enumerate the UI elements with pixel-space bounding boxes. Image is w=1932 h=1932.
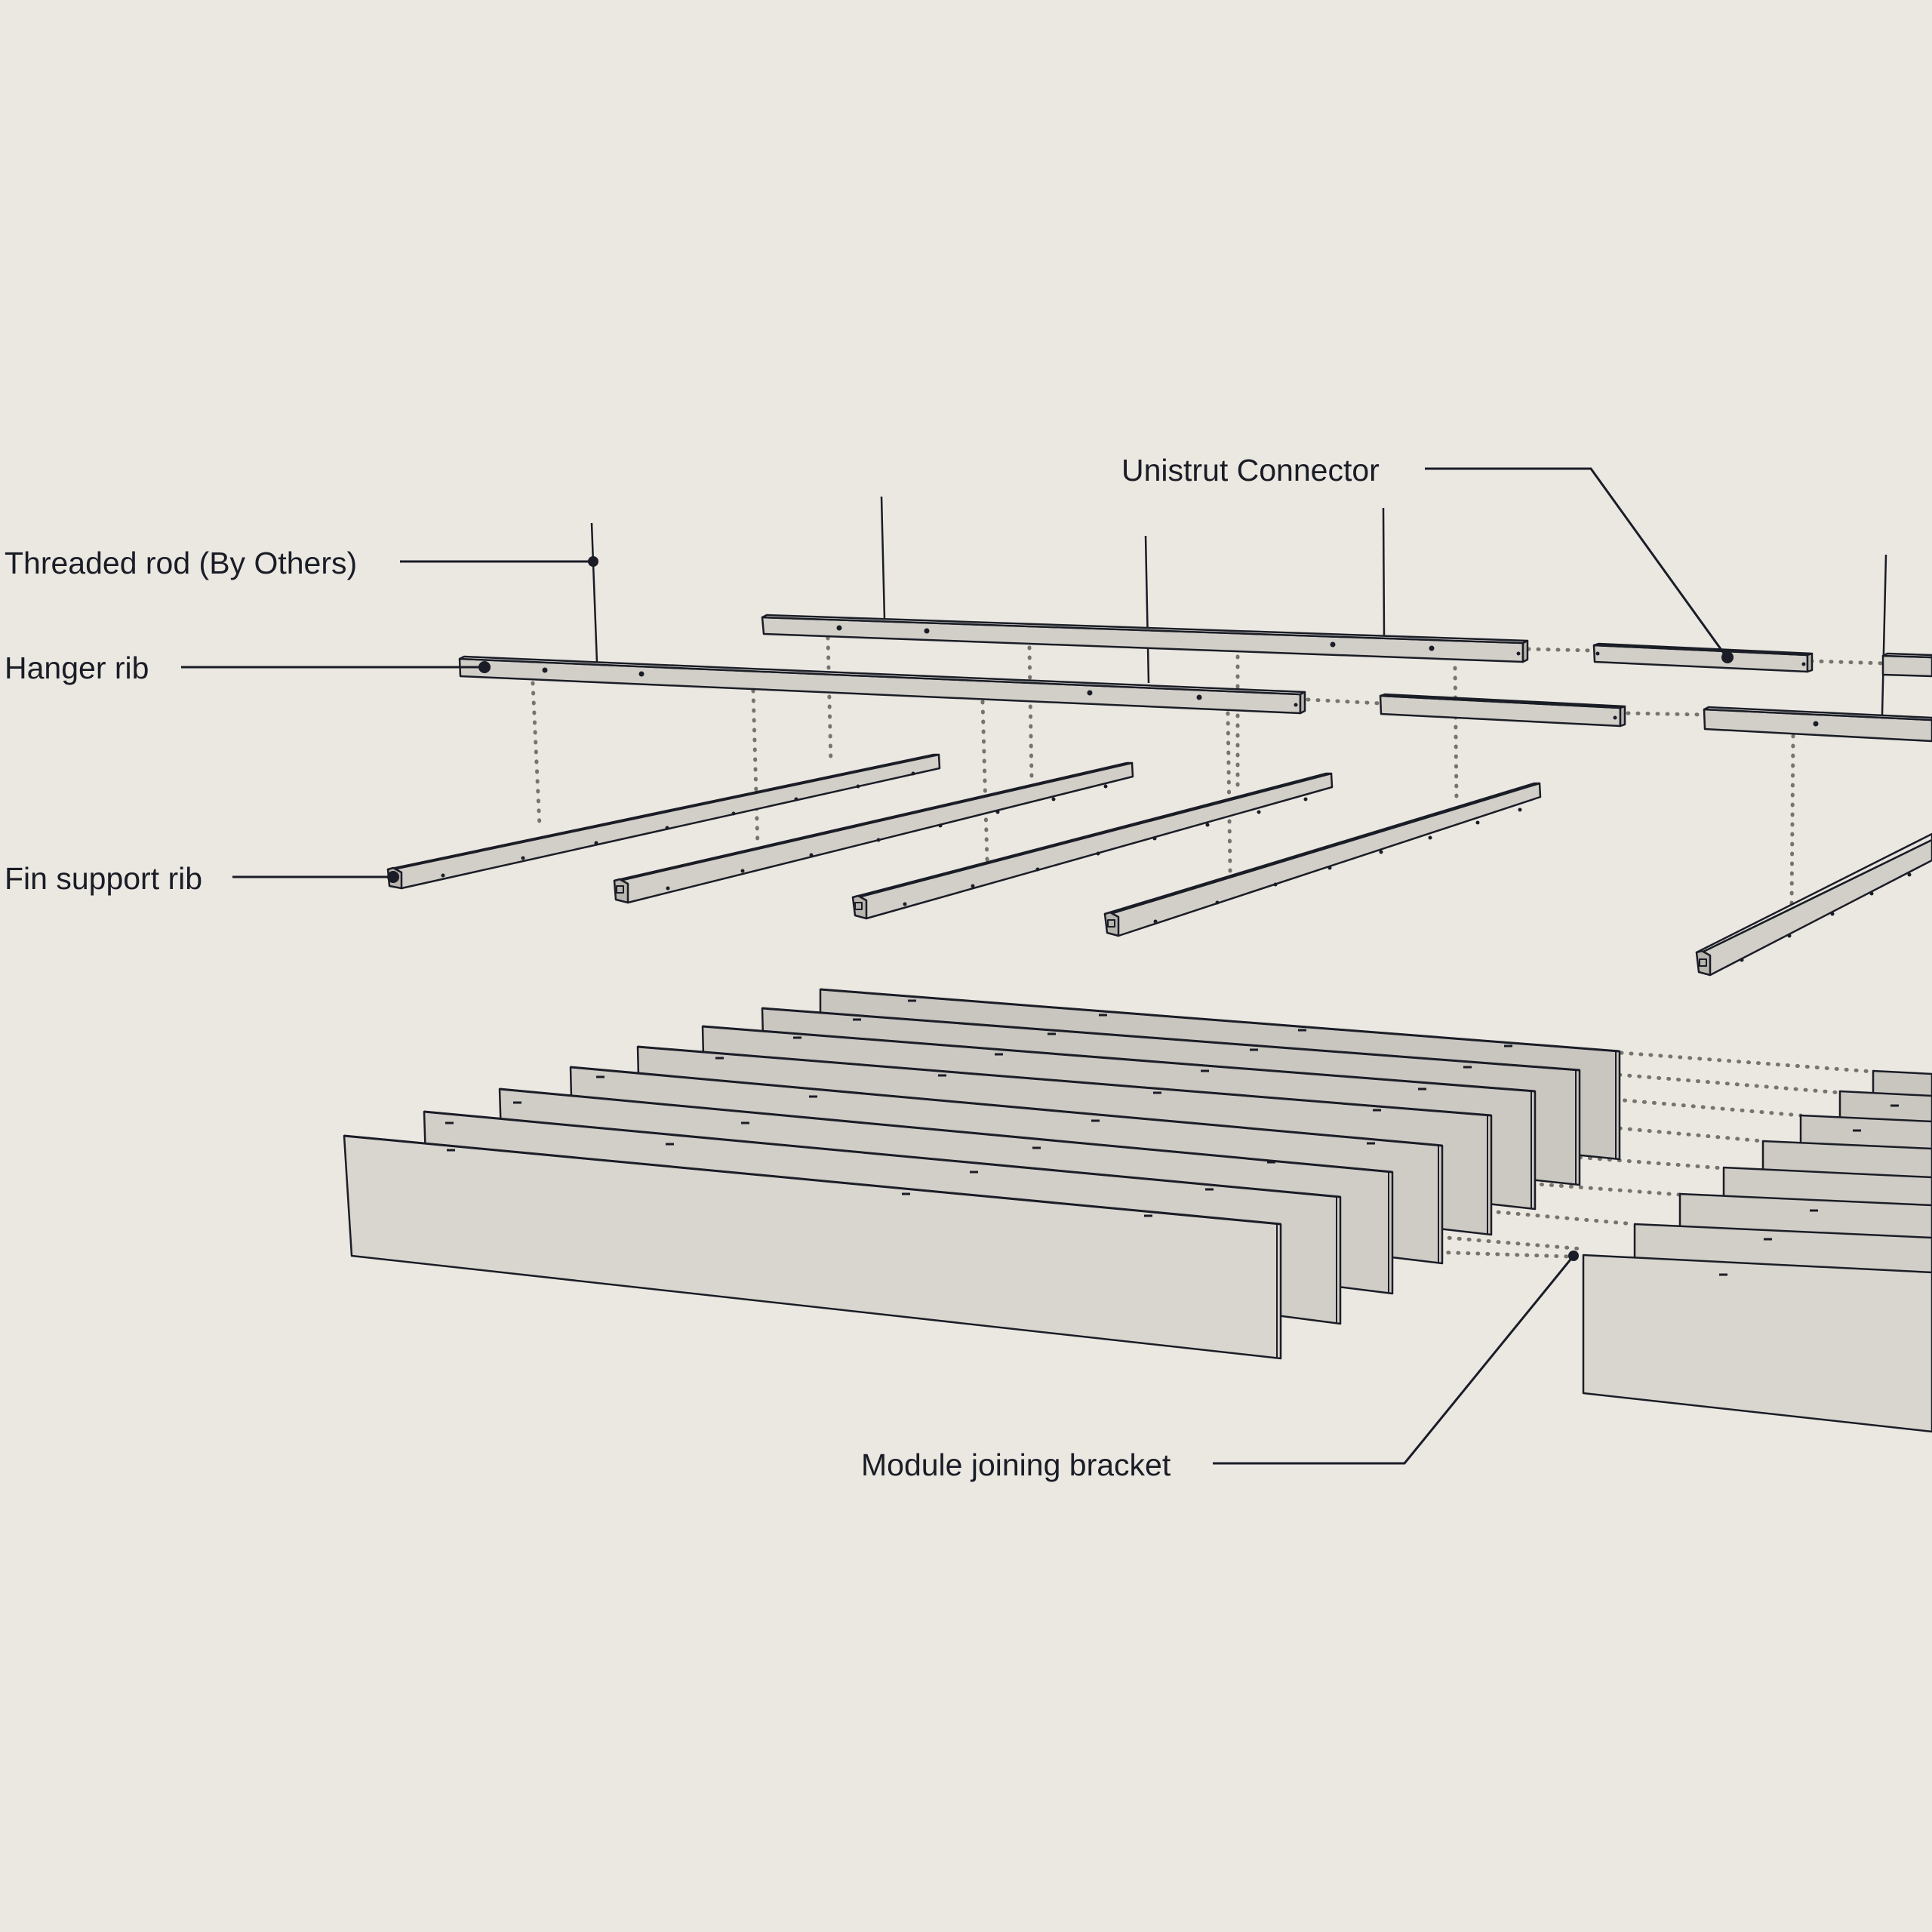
label-hanger-rib: Hanger rib [5,651,149,685]
threaded-rod-5 [1881,554,1887,715]
unistrut-connector-dot [1721,651,1734,663]
callout-dots [387,556,1734,1261]
threaded-rods [590,496,1887,715]
fin-support-rib-5 [1695,832,1932,977]
label-threaded-rod: Threaded rod (By Others) [5,546,357,580]
unistrut-connector-back [1592,642,1814,673]
threaded-rod-1 [590,522,598,663]
threaded-rod-dot [588,556,598,567]
label-module-joining-bracket: Module joining bracket [861,1447,1171,1482]
leader-module-joining-bracket [1213,1255,1575,1465]
hanger-rib-front-right [1703,706,1932,743]
threaded-rod-4 [1382,507,1386,637]
hanger-rib-back [761,614,1529,663]
fin-support-rib-2 [613,761,1134,904]
fin-support-rib-4 [1103,782,1542,937]
label-fin-support-rib: Fin support rib [5,861,202,896]
leader-unistrut-connector [1425,467,1728,658]
fin-support-rib-dot [387,871,399,883]
fin-8 [343,1134,1282,1360]
fin-support-rib-3 [851,772,1334,920]
unistrut-connector-front [1379,693,1626,728]
threaded-rod-2 [880,496,886,620]
callout-leaders [181,467,1728,1465]
hanger-rib-dot [478,661,491,673]
threaded-rod-3 [1144,535,1150,684]
module-joining-bracket-dot [1568,1251,1579,1261]
fin-support-ribs [386,753,1932,977]
hanger-rib-back-right [1881,652,1932,678]
hanger-rib-front [458,655,1306,715]
label-unistrut-connector: Unistrut Connector [1121,453,1380,488]
fins-right-module [1582,1069,1932,1433]
fins-left-module [343,988,1621,1360]
